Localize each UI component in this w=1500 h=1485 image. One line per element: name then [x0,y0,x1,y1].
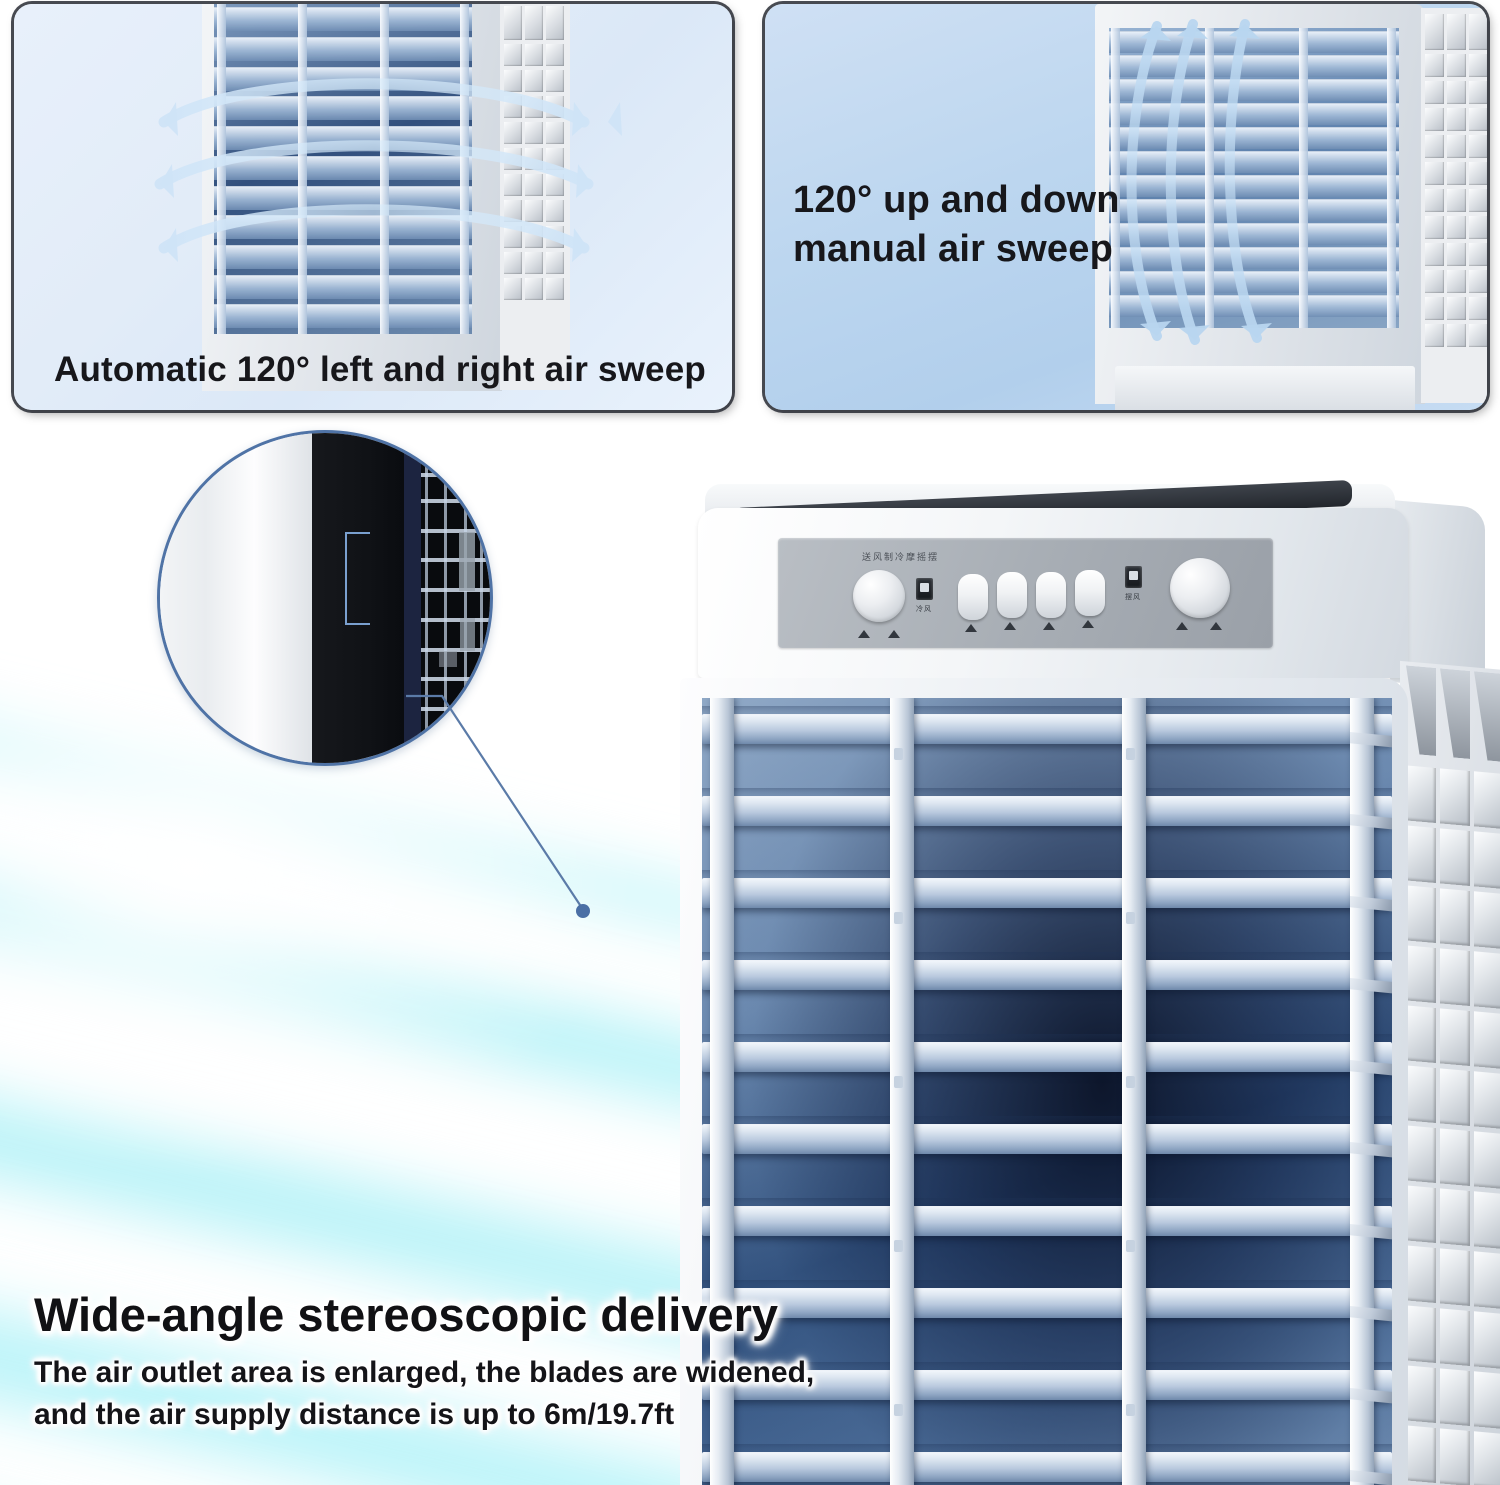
mode-indicator-2-label: 摆风 [1125,594,1141,601]
blade-edge-magnifier [157,430,493,766]
mode-indicator-1-label: 冷风 [916,606,932,613]
mini-cooler-left [202,4,570,391]
magnifier-grid-detail [420,433,490,763]
louver-blade [702,1280,1392,1318]
louver-blade [702,1362,1392,1400]
right-panel-caption-line1: 120° up and down [793,179,1120,221]
louver-blade [702,788,1392,826]
magnifier-leader-line [406,694,590,918]
headline-block: Wide-angle stereoscopic delivery The air… [34,1290,914,1436]
louver-blade [702,1034,1392,1072]
louver-grille [702,698,1392,1485]
push-button-3[interactable] [1036,572,1066,618]
magnifier-dark-blade [311,433,405,763]
right-sweep-panel: 120° up and down manual air sweep [765,4,1487,410]
mini-louver-grille [214,4,472,334]
mini-cooler-right [1095,4,1487,410]
louver-blade [702,952,1392,990]
louver-interior-shadow [702,698,1392,1485]
left-sweep-panel: Automatic 120° left and right air sweep [14,4,732,410]
louver-blade [702,870,1392,908]
magnifier-navy-strip [404,433,421,763]
control-panel: 送风制冷摩摇摆 冷风 摆风 [778,538,1273,648]
headline-description-line2: and the air supply distance is up to 6m/… [34,1397,675,1431]
right-panel-caption-line2: manual air sweep [793,227,1114,270]
louver-vertical-post [710,698,734,1485]
main-product-image: 送风制冷摩摇摆 冷风 摆风 [660,470,1500,1485]
magnifier-bracket [344,532,370,626]
right-panel-caption: 120° up and down manual air sweep [793,176,1120,273]
headline-description: The air outlet area is enlarged, the bla… [34,1352,914,1436]
mini-side-vent [500,4,570,390]
mode-indicator-2 [1125,566,1142,588]
page-title: Wide-angle stereoscopic delivery [34,1288,779,1341]
product-side-vent [1400,660,1500,1485]
louver-blade [702,706,1392,744]
magnifier-white-face [160,433,312,763]
speed-knob[interactable] [853,570,905,622]
louver-vertical-post [1350,698,1374,1485]
louver-vertical-post [890,698,914,1485]
leader-endpoint-dot [576,904,590,918]
mode-indicator-1 [916,578,933,600]
left-panel-caption: Automatic 120° left and right air sweep [54,350,706,389]
mini-louver-grille [1109,28,1399,328]
louver-blade [702,1198,1392,1236]
timer-knob[interactable] [1170,558,1230,618]
headline-description-line1: The air outlet area is enlarged, the bla… [34,1355,815,1389]
push-button-2[interactable] [997,572,1027,618]
control-panel-label: 送风制冷摩摇摆 [862,552,940,562]
louver-vertical-post [1122,698,1146,1485]
mini-side-vent [1421,8,1487,403]
push-button-4[interactable] [1075,570,1105,616]
louver-blade [702,1444,1392,1482]
louver-blade [702,1116,1392,1154]
push-button-1[interactable] [958,574,988,620]
